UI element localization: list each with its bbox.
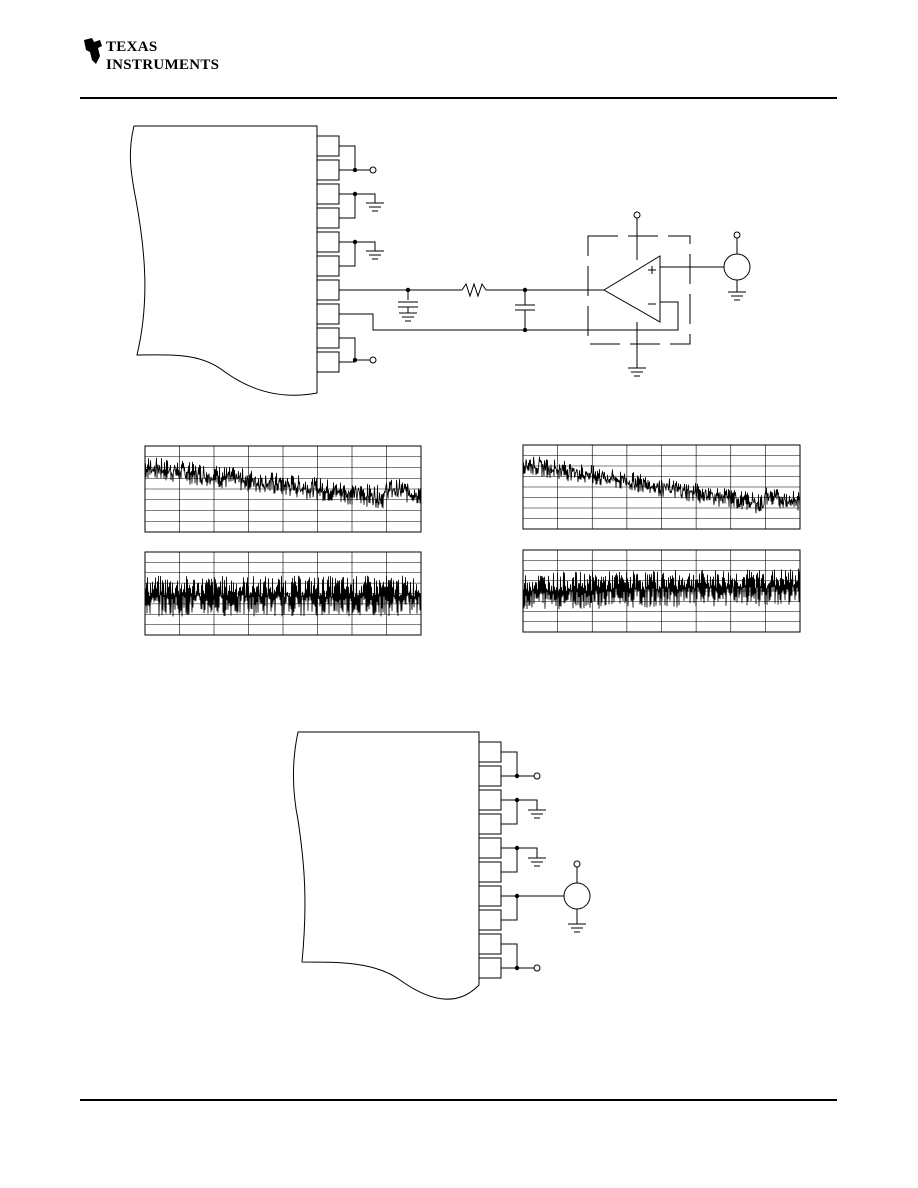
device-body-top	[129, 125, 318, 396]
ground-symbol-7	[528, 857, 546, 867]
plot-top-right	[522, 444, 801, 530]
op-amp	[603, 255, 661, 323]
ground-symbol-2	[366, 250, 384, 260]
opamp-supply-terminal	[633, 211, 641, 219]
device-body-bottom	[293, 731, 480, 1000]
ground-symbol-1	[366, 202, 384, 212]
supply-terminal-4	[533, 964, 541, 972]
voltage-source-bottom	[563, 882, 591, 910]
ground-symbol-6	[528, 809, 546, 819]
plot-top-right-trace	[522, 456, 801, 514]
ground-symbol-3	[399, 312, 417, 322]
ground-symbol-8	[568, 923, 586, 933]
device-pins-top	[316, 135, 340, 373]
ground-symbol-4	[628, 367, 646, 377]
supply-terminal-2	[369, 356, 377, 364]
footer-rule	[80, 1099, 837, 1101]
junction-dots-bottom	[514, 773, 520, 971]
resistor	[461, 282, 487, 298]
logo-text-texas: TEXAS	[106, 39, 158, 55]
plot-bottom-left	[144, 551, 422, 636]
ti-logo-icon	[84, 38, 102, 64]
supply-terminal-1	[369, 166, 377, 174]
capacitor-shunt	[398, 301, 418, 308]
source-terminal-bottom	[573, 860, 581, 868]
plot-bottom-right	[522, 549, 801, 633]
supply-terminal-3	[533, 772, 541, 780]
op-amp-plus	[648, 266, 656, 274]
header-rule	[80, 97, 837, 99]
source-terminal-top	[733, 231, 741, 239]
junction-dots-top	[352, 167, 528, 363]
ground-symbol-5	[728, 291, 746, 301]
plot-bottom-left-trace	[144, 575, 422, 617]
capacitor-series	[515, 304, 535, 311]
ti-logo: TEXAS INSTRUMENTS	[80, 34, 219, 78]
logo-text-instruments: INSTRUMENTS	[106, 57, 220, 73]
voltage-source-top	[723, 253, 751, 281]
plot-top-left-trace	[144, 457, 422, 509]
device-pins-bottom	[478, 741, 502, 979]
plot-bottom-right-trace	[522, 568, 801, 610]
plot-top-left	[144, 445, 422, 533]
